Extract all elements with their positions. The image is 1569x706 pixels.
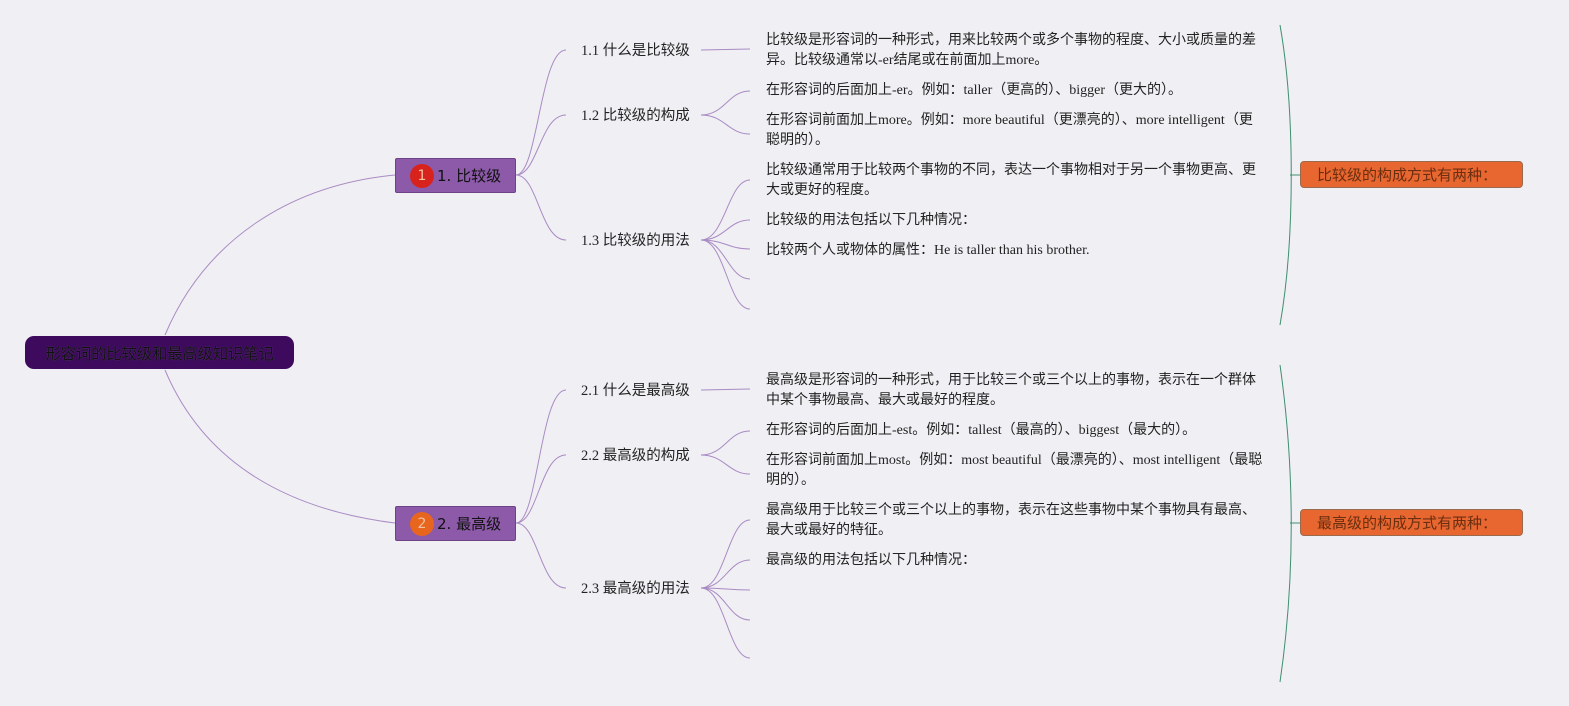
sub-3-to-leaf-2-line <box>700 219 751 241</box>
subtopic-2-1[interactable]: 2.1 什么是最高级 <box>581 383 690 399</box>
sub-2-to-leaf-1-line <box>700 90 751 116</box>
branch-1-to-sub-1-line <box>515 49 567 176</box>
sub-6-to-leaf-5-line <box>700 587 751 659</box>
sub-2-to-leaf-2-line <box>700 114 751 135</box>
subtopic-2-3[interactable]: 2.3 最高级的用法 <box>581 581 690 597</box>
leaf-1-3-example[interactable]: 比较两个人或物体的属性：He is taller than his brothe… <box>766 243 1090 258</box>
sub-5-to-leaf-1-line <box>700 430 751 456</box>
branch-2-to-sub-2-line <box>515 454 567 524</box>
leaf-2-3-cases[interactable]: 最高级的用法包括以下几种情况： <box>766 553 976 568</box>
leaf-1-2-more-rule[interactable]: 在形容词前面加上more。例如：more beautiful（更漂亮的）、mor… <box>766 113 1253 148</box>
sub-3-to-leaf-5-line <box>700 239 751 310</box>
sub-6-to-leaf-4-line <box>700 587 751 621</box>
leaf-1-1-definition[interactable]: 比较级是形容词的一种形式，用来比较两个或多个事物的程度、大小或质量的差异。比较级… <box>766 33 1256 68</box>
leaf-1-3-cases[interactable]: 比较级的用法包括以下几种情况： <box>766 213 976 228</box>
branch-1-to-sub-3-line <box>515 174 567 241</box>
branch-comparative[interactable]: 1 1. 比较级 <box>395 158 516 193</box>
branch-2-to-sub-1-line <box>515 389 567 524</box>
summary-bracket-2 <box>1279 364 1292 683</box>
summary-comparative[interactable]: 比较级的构成方式有两种： <box>1300 161 1523 188</box>
sub-6-to-leaf-1-line <box>700 519 751 589</box>
sub-6-to-leaf-2-line <box>700 559 751 589</box>
leaf-1-2-er-rule[interactable]: 在形容词的后面加上-er。例如：taller（更高的）、bigger（更大的）。 <box>766 83 1183 98</box>
subtopic-1-2[interactable]: 1.2 比较级的构成 <box>581 108 690 124</box>
number-badge-icon: 2 <box>410 511 434 536</box>
branch-1-to-sub-2-line <box>515 114 567 176</box>
number-badge-icon: 1 <box>410 163 434 188</box>
branch-label: 1. 比较级 <box>437 167 502 185</box>
branch-superlative[interactable]: 2 2. 最高级 <box>395 506 516 541</box>
sub-3-to-leaf-4-line <box>700 239 751 280</box>
subtopic-2-2[interactable]: 2.2 最高级的构成 <box>581 448 690 464</box>
branch-2-to-sub-3-line <box>515 522 567 589</box>
leaf-2-2-est-rule[interactable]: 在形容词的后面加上-est。例如：tallest（最高的）、biggest（最大… <box>766 423 1197 438</box>
subtopic-1-3[interactable]: 1.3 比较级的用法 <box>581 233 690 249</box>
branch-label: 2. 最高级 <box>437 515 502 533</box>
sub-6-to-leaf-3-line <box>700 587 751 591</box>
summary-bracket-1 <box>1279 24 1292 326</box>
root-topic[interactable]: 形容词的比较级和最高级知识笔记 <box>25 336 294 369</box>
root-to-branch-2-line <box>164 369 396 524</box>
leaf-2-2-most-rule[interactable]: 在形容词前面加上most。例如：most beautiful（最漂亮的）、mos… <box>766 453 1263 488</box>
root-to-branch-1-line <box>164 174 396 336</box>
leaf-2-1-definition[interactable]: 最高级是形容词的一种形式，用于比较三个或三个以上的事物，表示在一个群体中某个事物… <box>766 373 1256 408</box>
sub-4-to-leaf-1-line <box>700 388 751 391</box>
summary-superlative[interactable]: 最高级的构成方式有两种： <box>1300 509 1523 536</box>
leaf-2-3-usage[interactable]: 最高级用于比较三个或三个以上的事物，表示在这些事物中某个事物具有最高、最大或最好… <box>766 503 1256 538</box>
sub-5-to-leaf-2-line <box>700 454 751 475</box>
subtopic-1-1[interactable]: 1.1 什么是比较级 <box>581 43 690 59</box>
sub-3-to-leaf-1-line <box>700 179 751 241</box>
leaf-1-3-usage[interactable]: 比较级通常用于比较两个事物的不同，表达一个事物相对于另一个事物更高、更大或更好的… <box>766 163 1256 198</box>
sub-1-to-leaf-1-line <box>700 48 751 51</box>
